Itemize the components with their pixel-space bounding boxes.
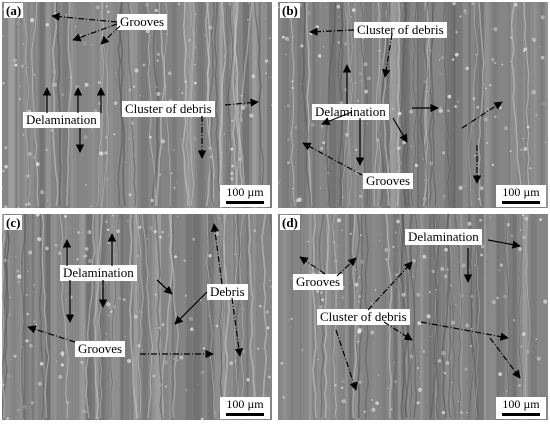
panel-label: (b)	[280, 3, 300, 18]
scale-bar-label: 100 µm	[226, 185, 264, 199]
panel-label: (a)	[4, 3, 24, 18]
delamination-label: Delamination	[312, 104, 389, 120]
scale-bar-label: 100 µm	[226, 397, 264, 411]
panel-a: (a) Grooves Delamination Cluster of debr…	[2, 2, 272, 208]
cluster-of-debris-label: Cluster of debris	[122, 101, 215, 117]
panel-c: (c) Delamination Debris Grooves 100 µm	[2, 214, 272, 420]
scale-bar-line	[226, 201, 264, 204]
scale-bar: 100 µm	[496, 397, 546, 419]
scale-bar-line	[226, 413, 264, 416]
panel-label: (d)	[280, 215, 300, 230]
scale-bar: 100 µm	[220, 397, 270, 419]
panel-b: (b) Cluster of debris Delamination Groov…	[278, 2, 548, 208]
grooves-label: Grooves	[117, 14, 168, 30]
grooves-label: Grooves	[293, 274, 344, 290]
scale-bar-label: 100 µm	[502, 185, 540, 199]
scale-bar-label: 100 µm	[502, 397, 540, 411]
panel-label: (c)	[4, 215, 23, 230]
cluster-of-debris-label: Cluster of debris	[317, 309, 410, 325]
debris-label: Debris	[207, 284, 248, 300]
cluster-of-debris-label: Cluster of debris	[354, 22, 447, 38]
delamination-label: Delamination	[23, 112, 100, 128]
grooves-label: Grooves	[363, 173, 414, 189]
scale-bar: 100 µm	[496, 185, 546, 207]
grooves-label: Grooves	[75, 341, 126, 357]
panel-d: (d) Delamination Grooves Cluster of debr…	[278, 214, 548, 420]
delamination-label: Delamination	[405, 229, 482, 245]
scale-bar: 100 µm	[220, 185, 270, 207]
sem-micrograph	[2, 214, 272, 420]
scale-bar-line	[502, 413, 540, 416]
delamination-label: Delamination	[60, 265, 137, 281]
scale-bar-line	[502, 201, 540, 204]
